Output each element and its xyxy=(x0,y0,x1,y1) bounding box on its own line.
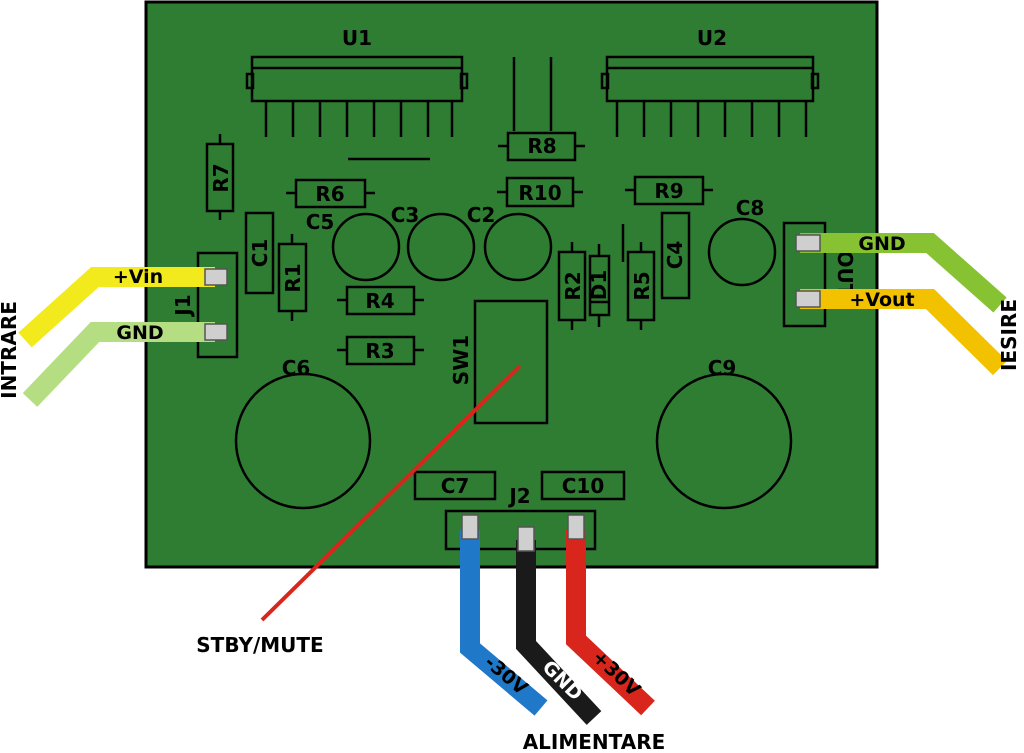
label-r4: R4 xyxy=(365,289,394,313)
label-r6: R6 xyxy=(315,182,344,206)
resistor-r3: R3 xyxy=(337,335,424,366)
pad-out-2 xyxy=(795,290,821,308)
resistor-r9: R9 xyxy=(625,175,713,206)
label-c10: C10 xyxy=(562,474,605,498)
pad-out-1 xyxy=(795,234,821,252)
capacitor-c3: C3 xyxy=(391,203,476,282)
label-r3: R3 xyxy=(365,339,394,363)
label-r2: R2 xyxy=(561,271,585,300)
label-iesire: IESIRE xyxy=(997,299,1021,371)
wire-gnd-out: GND xyxy=(800,233,1007,313)
label-alimentare: ALIMENTARE xyxy=(523,730,666,753)
label-u1: U1 xyxy=(342,26,372,50)
pad-j1-2 xyxy=(204,323,228,341)
label-c9: C9 xyxy=(708,356,737,380)
label-r8: R8 xyxy=(527,134,556,158)
label-gnd-in-wire: GND xyxy=(116,322,163,344)
label-c4: C4 xyxy=(663,241,687,270)
ic-u2: U2 xyxy=(600,26,820,137)
resistor-r4: R4 xyxy=(337,285,424,316)
resistor-r7: R7 xyxy=(205,134,235,220)
capacitor-c4: C4 xyxy=(660,211,691,300)
label-d1: D1 xyxy=(587,270,611,301)
switch-sw1: SW1 xyxy=(449,299,549,425)
resistor-r10: R10 xyxy=(497,176,583,208)
label-vout-wire: +Vout xyxy=(849,289,914,311)
capacitor-c10: C10 xyxy=(540,470,626,501)
resistor-r2: R2 xyxy=(557,242,587,330)
capacitor-c2: C2 xyxy=(467,203,553,282)
resistor-r8: R8 xyxy=(498,131,585,162)
pad-j1-1 xyxy=(204,268,228,286)
pad-j2-1 xyxy=(461,514,479,540)
capacitor-c9: C9 xyxy=(655,356,793,510)
label-stby-mute: STBY/MUTE xyxy=(196,633,323,657)
label-j1: J1 xyxy=(171,294,195,317)
label-intrare: INTRARE xyxy=(0,301,21,399)
label-c8: C8 xyxy=(736,196,765,220)
label-c5: C5 xyxy=(306,210,335,234)
label-c2: C2 xyxy=(467,203,496,227)
label-c3: C3 xyxy=(391,203,420,227)
label-gnd-out-wire: GND xyxy=(858,233,905,255)
resistor-r1: R1 xyxy=(277,234,308,321)
label-c1: C1 xyxy=(248,239,272,268)
wire-vout: +Vout xyxy=(800,289,1008,376)
label-u2: U2 xyxy=(697,26,727,50)
connector-j1: J1 xyxy=(171,251,239,359)
ic-u1: U1 xyxy=(245,26,469,161)
label-r10: R10 xyxy=(518,181,561,205)
label-r1: R1 xyxy=(281,263,305,292)
capacitor-c7: C7 xyxy=(413,470,497,501)
wire-gnd-in: GND xyxy=(22,322,215,407)
pcb-board xyxy=(144,0,879,569)
capacitor-c6: C6 xyxy=(234,356,372,510)
pad-j2-3 xyxy=(567,514,585,540)
label-r9: R9 xyxy=(654,179,683,203)
capacitor-c8: C8 xyxy=(707,196,777,287)
label-r7: R7 xyxy=(209,163,233,192)
resistor-r6: R6 xyxy=(286,178,375,209)
label-sw1: SW1 xyxy=(449,335,473,385)
label-pos30-wire: +30V xyxy=(588,646,645,701)
label-r5: R5 xyxy=(630,271,654,300)
resistor-r5: R5 xyxy=(626,242,656,330)
label-j2: J2 xyxy=(507,484,530,508)
wire-vin: +Vin xyxy=(18,266,215,348)
label-c6: C6 xyxy=(282,356,311,380)
capacitor-c5: C5 xyxy=(306,210,401,282)
label-c7: C7 xyxy=(441,474,470,498)
capacitor-c1: C1 xyxy=(244,211,275,295)
diode-d1: D1 xyxy=(587,244,611,327)
wire-stby-mute xyxy=(260,364,522,622)
pad-j2-2 xyxy=(517,526,535,552)
label-vin-wire: +Vin xyxy=(113,266,163,288)
